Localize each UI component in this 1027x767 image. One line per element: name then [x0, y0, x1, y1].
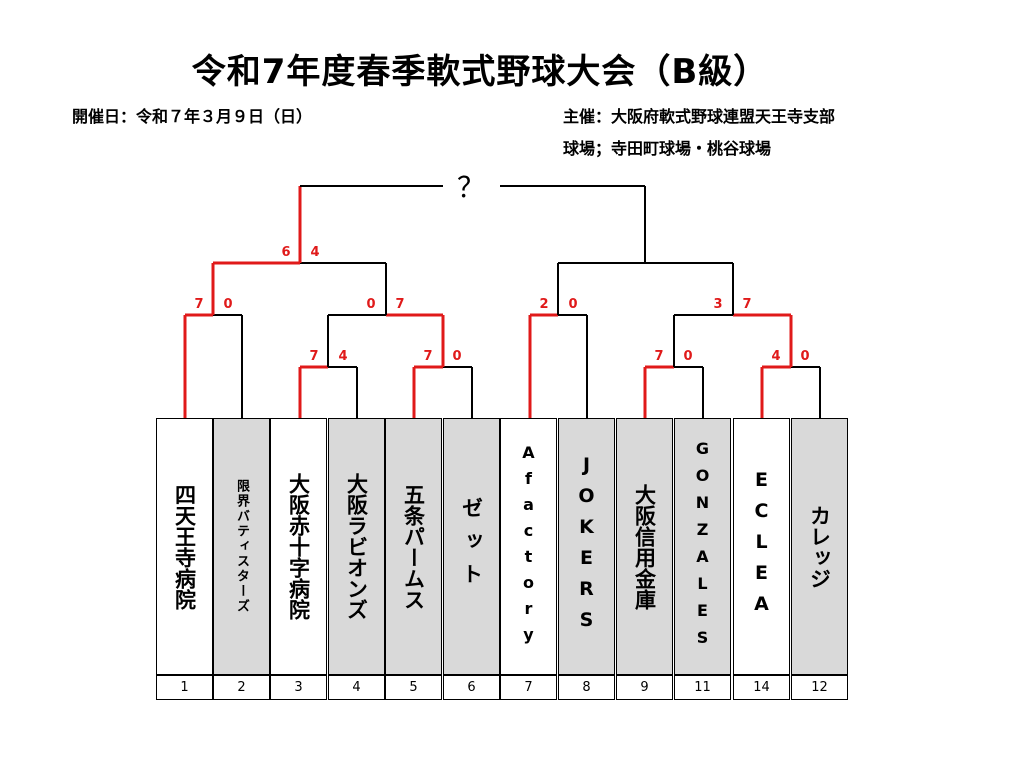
team-cell-6: ゼット	[443, 418, 500, 675]
score-left: 7	[194, 297, 203, 312]
score-left: 2	[539, 297, 548, 312]
team-cell-12: カレッジ	[791, 418, 848, 675]
venue-line: 球場；寺田町球場・桃谷球場	[563, 139, 772, 158]
score-left: 7	[423, 349, 432, 364]
match-qf-1v2: 7 0	[183, 297, 243, 418]
score-right: 0	[223, 297, 232, 312]
team-cell-2: 限界バティスターズ	[213, 418, 270, 675]
team-name: ECLEA	[750, 469, 773, 624]
team-name: カレッジ	[807, 504, 832, 589]
team-number-cell: 9	[616, 675, 673, 700]
match-final: ？	[298, 171, 646, 263]
match-qf-7v8: 2 0	[528, 297, 588, 418]
team-name: JOKERS	[575, 453, 598, 640]
team-name: 四天王寺病院	[172, 483, 197, 610]
team-cell-11: GONZALES	[674, 418, 731, 675]
team-name: 大阪ラビオンズ	[344, 473, 369, 620]
team-number-cell: 14	[733, 675, 790, 700]
team-cell-14: ECLEA	[733, 418, 790, 675]
team-cell-4: 大阪ラビオンズ	[328, 418, 385, 675]
page-title: 令和7年度春季軟式野球大会（B級）	[191, 52, 769, 92]
team-cell-1: 四天王寺病院	[156, 418, 213, 675]
match-qf-3v5: 0 7	[327, 297, 445, 367]
team-name: GONZALES	[693, 438, 712, 655]
match-sf-left: 6 4	[211, 245, 387, 315]
match-r1-9v11: 7 0	[643, 349, 704, 418]
score-right: 0	[800, 349, 809, 364]
team-cell-5: 五条パームス	[385, 418, 442, 675]
team-number-cell: 6	[443, 675, 500, 700]
score-left: 4	[771, 349, 780, 364]
team-name: 大阪赤十字病院	[286, 473, 311, 620]
team-name: 限界バティスターズ	[234, 479, 249, 614]
match-r1-5v6: 7 0	[412, 349, 473, 418]
match-r1-14v12: 4 0	[760, 349, 821, 418]
score-right: 7	[742, 297, 751, 312]
team-number-cell: 11	[674, 675, 731, 700]
team-number-cell: 3	[270, 675, 327, 700]
team-number-cell: 5	[385, 675, 442, 700]
team-cell-3: 大阪赤十字病院	[270, 418, 327, 675]
team-name: ゼット	[459, 497, 484, 596]
team-number-cell: 12	[791, 675, 848, 700]
team-name: 大阪信用金庫	[632, 483, 657, 610]
match-sf-right	[557, 262, 734, 315]
score-left: 6	[281, 245, 290, 260]
score-left: 0	[366, 297, 375, 312]
team-cell-9: 大阪信用金庫	[616, 418, 673, 675]
match-qf-9v14: 3 7	[673, 297, 793, 367]
score-right: 7	[395, 297, 404, 312]
champion-mark: ？	[457, 171, 485, 204]
team-cell-7: Afactory	[500, 418, 557, 675]
team-cell-8: JOKERS	[558, 418, 615, 675]
team-number-cell: 1	[156, 675, 213, 700]
score-left: 7	[654, 349, 663, 364]
score-right: 0	[568, 297, 577, 312]
score-right: 4	[338, 349, 347, 364]
team-number-cell: 4	[328, 675, 385, 700]
team-name: Afactory	[519, 442, 538, 651]
score-right: 0	[452, 349, 461, 364]
match-r1-3v4: 7 4	[298, 349, 358, 418]
score-left: 7	[309, 349, 318, 364]
team-name: 五条パームス	[401, 483, 426, 610]
team-number-cell: 7	[500, 675, 557, 700]
score-right: 0	[683, 349, 692, 364]
score-left: 3	[713, 297, 722, 312]
organizer-line: 主催：大阪府軟式野球連盟天王寺支部	[563, 107, 836, 126]
score-right: 4	[310, 245, 319, 260]
date-line: 開催日：令和７年３月９日（日）	[72, 107, 313, 126]
team-number-cell: 2	[213, 675, 270, 700]
team-number-cell: 8	[558, 675, 615, 700]
